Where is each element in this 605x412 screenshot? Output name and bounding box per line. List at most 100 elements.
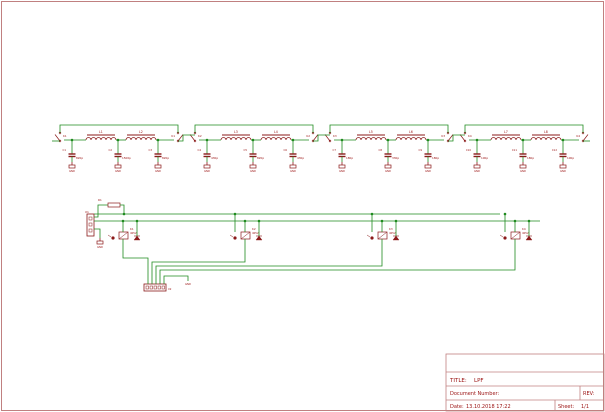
inductor-coil — [490, 137, 522, 141]
led-arrow — [229, 234, 234, 238]
contact-terminal — [328, 139, 332, 143]
capacitor-value: 180p — [527, 156, 534, 160]
relay-coil-body — [377, 231, 388, 240]
bypass-wire — [194, 124, 314, 133]
relay-coil-diagonal — [118, 231, 129, 240]
capacitor-ref: C2 — [109, 148, 113, 152]
capacitor-value: 430p — [297, 156, 304, 160]
resistor-ref: R1 — [98, 198, 102, 202]
diode-symbol — [392, 235, 400, 241]
contact-blade — [189, 134, 196, 142]
relay-coil-body — [240, 231, 251, 240]
relay-coil-diagonal — [240, 231, 251, 240]
connector-ref: X1 — [85, 210, 89, 214]
wire-junction — [243, 219, 247, 223]
contact-ref: K4 — [576, 134, 580, 138]
connector-pin — [145, 285, 149, 290]
inductor-coil — [85, 137, 117, 141]
indicator-led — [233, 236, 237, 240]
ground-label: GND — [520, 169, 526, 173]
ground-body — [289, 164, 297, 169]
ground-symbol: GND — [519, 162, 527, 173]
capacitor-ref: C1 — [63, 148, 67, 152]
diode-symbol — [255, 235, 263, 241]
diode-symbol — [133, 235, 141, 241]
resistor-body — [107, 202, 121, 208]
connector-pin — [88, 228, 93, 233]
relay-contact-k4: K4 — [576, 131, 589, 143]
contact-blade — [177, 134, 184, 142]
control-bus-wire — [155, 256, 383, 284]
inductor-l2: L2 — [125, 130, 157, 141]
title-block-frame — [445, 353, 605, 412]
contact-ref: K2 — [198, 134, 202, 138]
inductor-l6: L6 — [395, 130, 427, 141]
inductor-l3: L3 — [220, 130, 252, 141]
control-bus-wire — [159, 259, 516, 284]
relay-contact-k2: K2 — [189, 131, 202, 143]
ground-symbol: GND — [249, 162, 257, 173]
capacitor-value: 1500p — [122, 156, 131, 160]
ground-body — [384, 164, 392, 169]
contact-ref: K1 — [63, 134, 67, 138]
ground-body — [96, 240, 104, 245]
contact-blade — [312, 134, 319, 142]
wire-junction — [121, 219, 125, 223]
connector-pin — [88, 222, 93, 227]
contact-blade — [447, 134, 454, 142]
ground-symbol: GND — [96, 238, 104, 249]
inductor-l4: L4 — [260, 130, 292, 141]
relay-contact-k2: K2 — [306, 131, 319, 143]
control-bus-wire — [151, 253, 246, 284]
inductor-l1: L1 — [85, 130, 117, 141]
capacitor-value: 100p — [481, 156, 488, 160]
ground-label: GND — [385, 169, 391, 173]
inductor-label: L5 — [369, 130, 373, 134]
wire-junction — [527, 219, 531, 223]
diode-symbol — [525, 235, 533, 241]
ground-label: GND — [290, 169, 296, 173]
ground-label: GND — [560, 169, 566, 173]
rev-label: REV: — [583, 391, 595, 397]
control-bus-wire — [163, 275, 189, 284]
ground-body — [114, 164, 122, 169]
bypass-wire — [329, 124, 449, 133]
relay-coil-ref: K1 — [130, 227, 134, 231]
capacitor-value: 330p — [392, 156, 399, 160]
capacitor-ref: C9 — [419, 148, 423, 152]
contact-ref: K3 — [441, 134, 445, 138]
capacitor-value: 180p — [432, 156, 439, 160]
relay-coil-diagonal — [510, 231, 521, 240]
relay-contact-k3: K3 — [324, 131, 337, 143]
capacitor-ref: C4 — [198, 148, 202, 152]
indicator-led — [503, 236, 507, 240]
inductor-label: L3 — [234, 130, 238, 134]
wire-junction — [513, 219, 517, 223]
relay-coil-diagonal — [377, 231, 388, 240]
contact-blade — [54, 134, 61, 142]
ground-label: GND — [97, 245, 103, 249]
relay-contact-k1: K1 — [54, 131, 67, 143]
inductor-coil — [220, 137, 252, 141]
wire-junction — [370, 212, 374, 216]
inductor-coil — [395, 137, 427, 141]
led-arrow — [499, 234, 504, 238]
capacitor-ref: C6 — [284, 148, 288, 152]
control-connector-x2: X2 — [143, 283, 172, 292]
ground-symbol: GND — [114, 162, 122, 173]
relay-coil-body — [510, 231, 521, 240]
capacitor-ref: C11 — [512, 148, 517, 152]
